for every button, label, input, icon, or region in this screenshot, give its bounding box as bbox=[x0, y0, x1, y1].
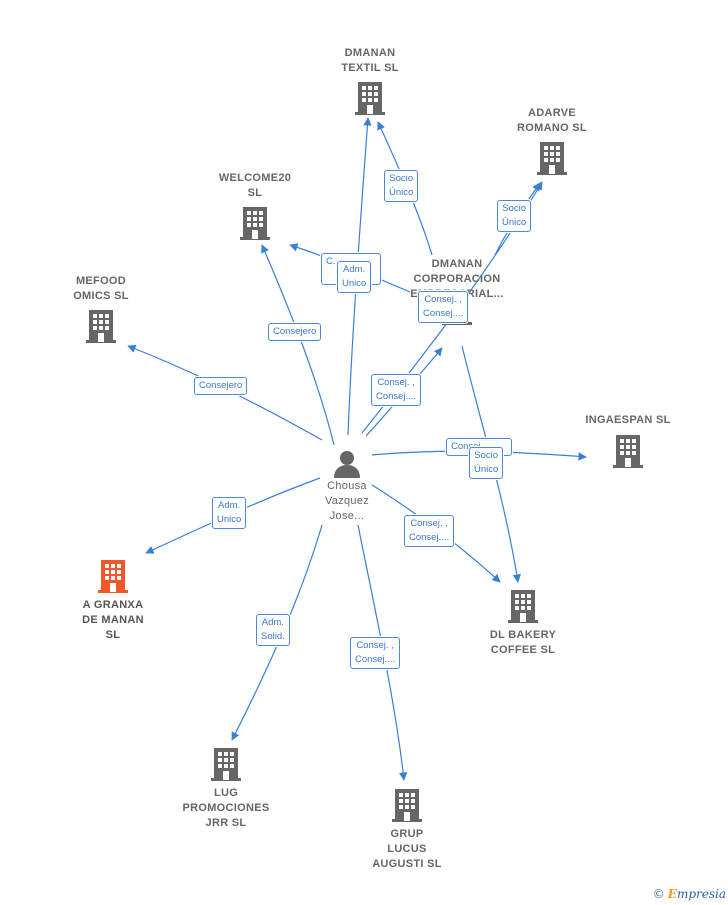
empresia-watermark[interactable]: ©Empresia bbox=[653, 887, 726, 901]
company-name-line: SL bbox=[247, 187, 263, 199]
company-name-line: DE MANAN bbox=[82, 614, 144, 626]
company-name-line: INGAESPAN SL bbox=[585, 414, 671, 426]
edge-label-adm-solid-lug[interactable]: Adm. Solid. bbox=[256, 614, 290, 646]
company-name-line: WELCOME20 bbox=[218, 172, 292, 184]
edge-label-line: Unico bbox=[342, 278, 367, 289]
company-name-line: LUCUS bbox=[387, 843, 427, 855]
company-name-line: ROMANO SL bbox=[517, 122, 587, 134]
edge-label-adm-unico-welcome[interactable]: Adm. Unico bbox=[337, 261, 372, 293]
person-node[interactable]: Chousa Vazquez Jose... bbox=[310, 449, 384, 524]
edge-label-line: Solid. bbox=[261, 631, 285, 642]
company-name-line: CORPORACION bbox=[413, 273, 501, 285]
company-dl-bakery[interactable]: DL BAKERY COFFEE SL bbox=[478, 588, 568, 658]
brand-name: mpresia bbox=[676, 887, 726, 901]
company-name-line: LUG bbox=[213, 787, 239, 799]
company-name-line: TEXTIL SL bbox=[341, 62, 399, 74]
building-icon bbox=[537, 142, 567, 175]
building-icon bbox=[392, 789, 422, 822]
edge-label-line: Consej.... bbox=[409, 532, 450, 543]
company-dmanan-textil[interactable]: DMANAN TEXTIL SL bbox=[330, 46, 410, 116]
edge-label-socio-unico-bakery[interactable]: Socio Único bbox=[469, 447, 504, 479]
edge-label-consejero-welcome[interactable]: Consejero bbox=[268, 323, 322, 341]
edge-label-line: Adm. bbox=[343, 264, 366, 275]
edge-label-line: Unico bbox=[217, 514, 242, 525]
company-name-line: GRUP bbox=[390, 828, 424, 840]
company-mefood-omics[interactable]: MEFOOD OMICS SL bbox=[60, 274, 142, 344]
company-name-line: OMICS SL bbox=[73, 290, 129, 302]
edge-label-consejero-mefood[interactable]: Consejero bbox=[194, 377, 248, 395]
edge-label-line: Adm. bbox=[261, 617, 284, 628]
building-icon bbox=[240, 207, 270, 240]
brand-initial: E bbox=[667, 887, 677, 901]
edge-label-adm-unico-granxa[interactable]: Adm. Unico bbox=[212, 497, 247, 529]
person-name-line: Vazquez bbox=[324, 495, 370, 507]
company-name-line: A GRANXA bbox=[82, 599, 144, 611]
edge-label-line: Consej.... bbox=[355, 654, 396, 665]
building-icon bbox=[355, 82, 385, 115]
person-icon bbox=[334, 451, 360, 478]
person-name-line: Jose... bbox=[329, 510, 365, 522]
edge-label-line: Consej. , bbox=[377, 377, 415, 388]
edge-label-line: Único bbox=[474, 464, 499, 475]
edge-label-line: Único bbox=[389, 187, 414, 198]
company-name-line: MEFOOD bbox=[75, 275, 127, 287]
company-name-line: PROMOCIONES bbox=[182, 802, 270, 814]
company-grup-lucus[interactable]: GRUP LUCUS AUGUSTI SL bbox=[362, 787, 452, 872]
edge-label-line: Socio bbox=[474, 450, 499, 461]
edge-label-line: Único bbox=[502, 217, 527, 228]
company-name-line: SL bbox=[105, 629, 121, 641]
company-name-line: DMANAN bbox=[344, 47, 396, 59]
edge-label-socio-unico-textil[interactable]: Socio Único bbox=[384, 170, 419, 202]
company-ingaespan[interactable]: INGAESPAN SL bbox=[580, 413, 676, 469]
company-name-line: ADARVE bbox=[527, 107, 577, 119]
company-adarve-romano[interactable]: ADARVE ROMANO SL bbox=[511, 106, 593, 176]
edge-person-to-welcome bbox=[261, 244, 335, 446]
edge-label-socio-unico-adarve[interactable]: Socio Único bbox=[497, 200, 532, 232]
company-name-line: COFFEE SL bbox=[490, 644, 556, 656]
company-name-line: JRR SL bbox=[205, 817, 247, 829]
edge-label-line: Consejero bbox=[273, 326, 317, 337]
edge-label-line: Consej.... bbox=[376, 391, 417, 402]
edge-label-line: Socio bbox=[389, 173, 414, 184]
edge-label-line: Adm. bbox=[218, 500, 241, 511]
edge-label-line: Consej. , bbox=[424, 294, 462, 305]
building-icon bbox=[508, 590, 538, 623]
edge-label-line: C... bbox=[326, 256, 341, 267]
person-name-line: Chousa bbox=[327, 480, 367, 492]
company-name-line: AUGUSTI SL bbox=[372, 858, 442, 870]
company-name-line: DMANAN bbox=[431, 258, 483, 270]
company-welcome20[interactable]: WELCOME20 SL bbox=[214, 171, 296, 241]
edge-label-line: Consej.... bbox=[423, 308, 464, 319]
building-icon bbox=[98, 560, 128, 593]
company-lug-promociones[interactable]: LUG PROMOCIONES JRR SL bbox=[176, 746, 276, 831]
edge-label-consej-bakery[interactable]: Consej. , Consej.... bbox=[404, 515, 455, 547]
copyright-symbol: © bbox=[652, 887, 665, 901]
edge-label-line: Consej. , bbox=[356, 640, 394, 651]
building-icon bbox=[211, 748, 241, 781]
edge-label-consej-corporacion-top[interactable]: Consej. , Consej.... bbox=[418, 291, 469, 323]
company-name-line: DL BAKERY bbox=[489, 629, 557, 641]
building-icon bbox=[613, 435, 643, 468]
company-a-granxa[interactable]: A GRANXA DE MANAN SL bbox=[68, 558, 158, 643]
edge-label-line: Consej... bbox=[451, 440, 507, 454]
edge-label-line: Consej. , bbox=[410, 518, 448, 529]
edge-label-line: Consejero bbox=[199, 380, 243, 391]
building-icon bbox=[86, 310, 116, 343]
edge-label-consej-corporacion[interactable]: Consej. , Consej.... bbox=[371, 374, 422, 406]
edge-label-line: Socio bbox=[502, 203, 527, 214]
edge-label-consej-grup[interactable]: Consej. , Consej.... bbox=[350, 637, 401, 669]
